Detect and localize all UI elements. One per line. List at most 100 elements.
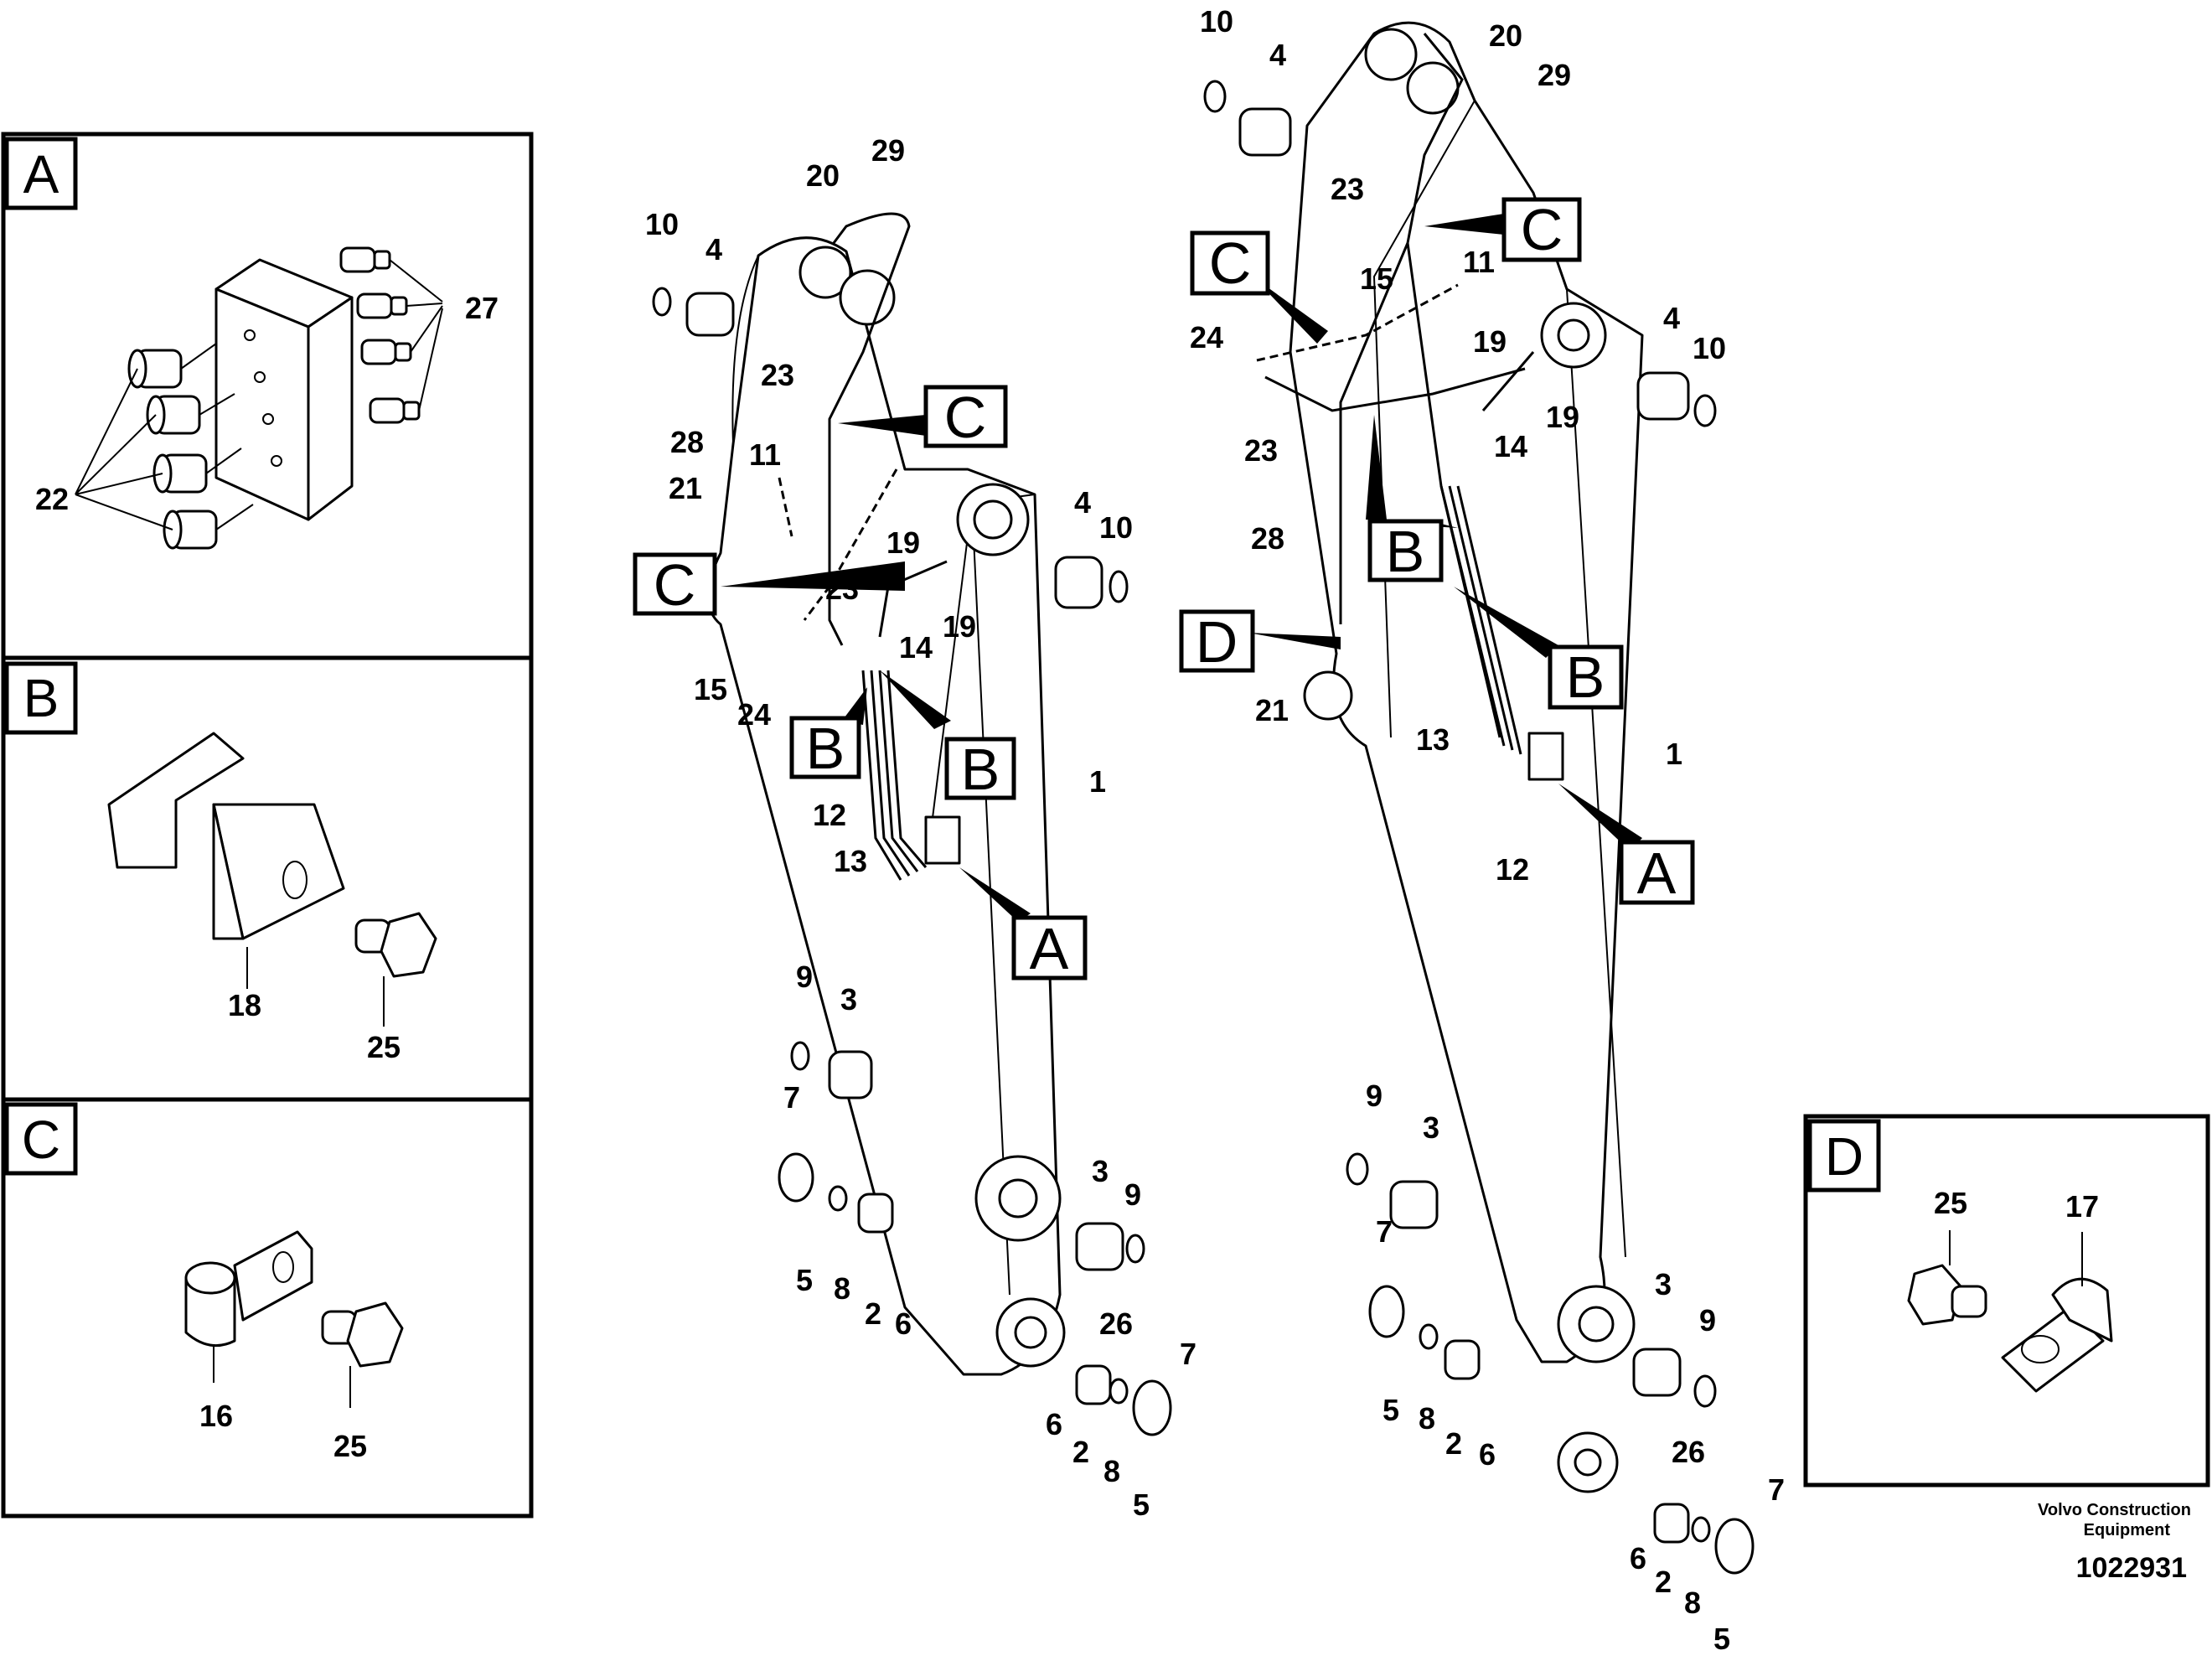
right-callout-2: 2 (1445, 1426, 1462, 1461)
right-callout-28: 28 (1251, 521, 1284, 556)
right-boom (1203, 21, 1755, 1575)
right-box-b-1: B (1367, 519, 1444, 584)
left-callout-26: 26 (1099, 1306, 1133, 1341)
left-callout-19a: 19 (886, 525, 920, 560)
right-callout-5b: 5 (1713, 1622, 1730, 1656)
right-bushings (1203, 80, 1755, 1575)
left-callout-1: 1 (1089, 764, 1106, 799)
leader-27 (389, 259, 443, 411)
right-wedge-a (1558, 784, 1642, 851)
detail-panel-d: D 25 17 (1803, 1114, 2210, 1488)
drawing-id: 1022931 (2076, 1552, 2187, 1584)
left-callout-11: 11 (749, 437, 781, 472)
left-callout-8b: 8 (1103, 1454, 1120, 1488)
right-callout-7: 7 (1376, 1214, 1393, 1249)
right-callout-11: 11 (1463, 245, 1495, 279)
right-callout-12: 12 (1496, 852, 1529, 887)
panel-a-label-27: 27 (465, 291, 499, 325)
right-wedge-d (1248, 633, 1341, 649)
right-box-c-left: C (1190, 230, 1270, 296)
right-callout-23: 23 (1331, 172, 1364, 206)
left-callout-23a: 23 (761, 358, 794, 392)
left-callout-3b: 3 (1092, 1154, 1109, 1188)
svg-text:C: C (1209, 230, 1252, 296)
right-wedge-b3 (1454, 587, 1558, 658)
clip-17 (2001, 1277, 2113, 1393)
right-callout-15: 15 (1360, 261, 1393, 296)
brand-line-1: Volvo Construction (2038, 1501, 2191, 1519)
right-wedge-c1 (1253, 277, 1328, 344)
left-manifold (924, 815, 961, 865)
clip-16 (184, 1230, 313, 1348)
left-callout-10: 10 (645, 207, 679, 241)
left-callout-2b: 2 (1072, 1435, 1089, 1469)
left-callout-4: 4 (705, 232, 722, 266)
left-callout-13: 13 (834, 844, 867, 878)
right-wedge-c2 (1424, 214, 1504, 235)
right-callout-3b: 3 (1655, 1267, 1672, 1301)
right-callout-6: 6 (1479, 1437, 1496, 1472)
left-callout-21: 21 (669, 471, 702, 505)
left-box-a: A (1011, 915, 1088, 981)
left-callout-4b: 4 (1074, 485, 1091, 520)
leader-22 (75, 368, 173, 530)
svg-text:B: B (961, 737, 1000, 802)
right-callout-19b: 19 (1546, 400, 1579, 434)
right-callout-13: 13 (1416, 722, 1450, 757)
left-callout-14: 14 (899, 630, 933, 665)
left-callout-5: 5 (796, 1263, 813, 1297)
svg-text:C: C (944, 385, 987, 450)
svg-text:A: A (1637, 841, 1677, 906)
left-wedge-b1 (842, 687, 867, 725)
right-callout-6b: 6 (1630, 1541, 1646, 1575)
right-wedge-b1 (1366, 415, 1387, 520)
right-callout-9b: 9 (1699, 1303, 1716, 1337)
right-callout-24: 24 (1190, 320, 1223, 354)
left-callout-7b: 7 (1180, 1337, 1196, 1371)
left-callout-12: 12 (813, 798, 846, 832)
right-callout-21: 21 (1255, 693, 1289, 727)
right-callout-3: 3 (1423, 1110, 1439, 1145)
right-callout-7b: 7 (1768, 1472, 1785, 1507)
panel-b-letter: B (23, 668, 59, 728)
panel-c-label-16: 16 (199, 1399, 233, 1433)
right-box-d: D (1179, 609, 1255, 675)
panel-c-label-25: 25 (333, 1429, 367, 1463)
manifold-block (214, 258, 354, 521)
detail-panel-c: C 16 25 (1, 1097, 534, 1519)
bolt-25-d (1907, 1264, 1987, 1326)
left-bushings (652, 287, 1172, 1436)
left-callout-19b: 19 (943, 609, 976, 644)
right-callout-1: 1 (1666, 737, 1682, 771)
right-callout-5: 5 (1382, 1393, 1399, 1427)
right-callout-4b: 4 (1663, 301, 1680, 335)
right-callout-2b: 2 (1655, 1565, 1672, 1599)
svg-text:A: A (1030, 916, 1069, 981)
left-callout-29: 29 (871, 133, 905, 168)
right-callout-10: 10 (1200, 4, 1233, 39)
panel-b-label-18: 18 (228, 988, 261, 1022)
left-wedge-c1 (721, 561, 905, 591)
panel-a-letter: A (23, 144, 59, 204)
panel-d-label-25: 25 (1934, 1186, 1967, 1220)
left-callout-24: 24 (737, 697, 771, 732)
left-boom (652, 212, 1172, 1436)
right-box-a: A (1619, 840, 1695, 906)
left-box-b-2: B (944, 737, 1016, 802)
panel-c-letter: C (22, 1110, 60, 1170)
panel-b-label-25: 25 (367, 1030, 401, 1064)
right-callout-14: 14 (1494, 429, 1527, 463)
left-callout-6: 6 (895, 1306, 912, 1341)
left-callout-5b: 5 (1133, 1488, 1150, 1522)
right-callout-19a: 19 (1473, 324, 1507, 359)
right-callout-8: 8 (1419, 1401, 1435, 1436)
right-callout-23b: 23 (1244, 433, 1278, 468)
footer: Volvo Construction Equipment 1022931 (2038, 1501, 2191, 1584)
panel-a-label-22: 22 (35, 482, 69, 516)
left-wedge-b2 (880, 670, 951, 729)
svg-text:D: D (1196, 609, 1238, 675)
panel-d-label-17: 17 (2065, 1189, 2099, 1224)
left-callout-15: 15 (694, 672, 727, 706)
